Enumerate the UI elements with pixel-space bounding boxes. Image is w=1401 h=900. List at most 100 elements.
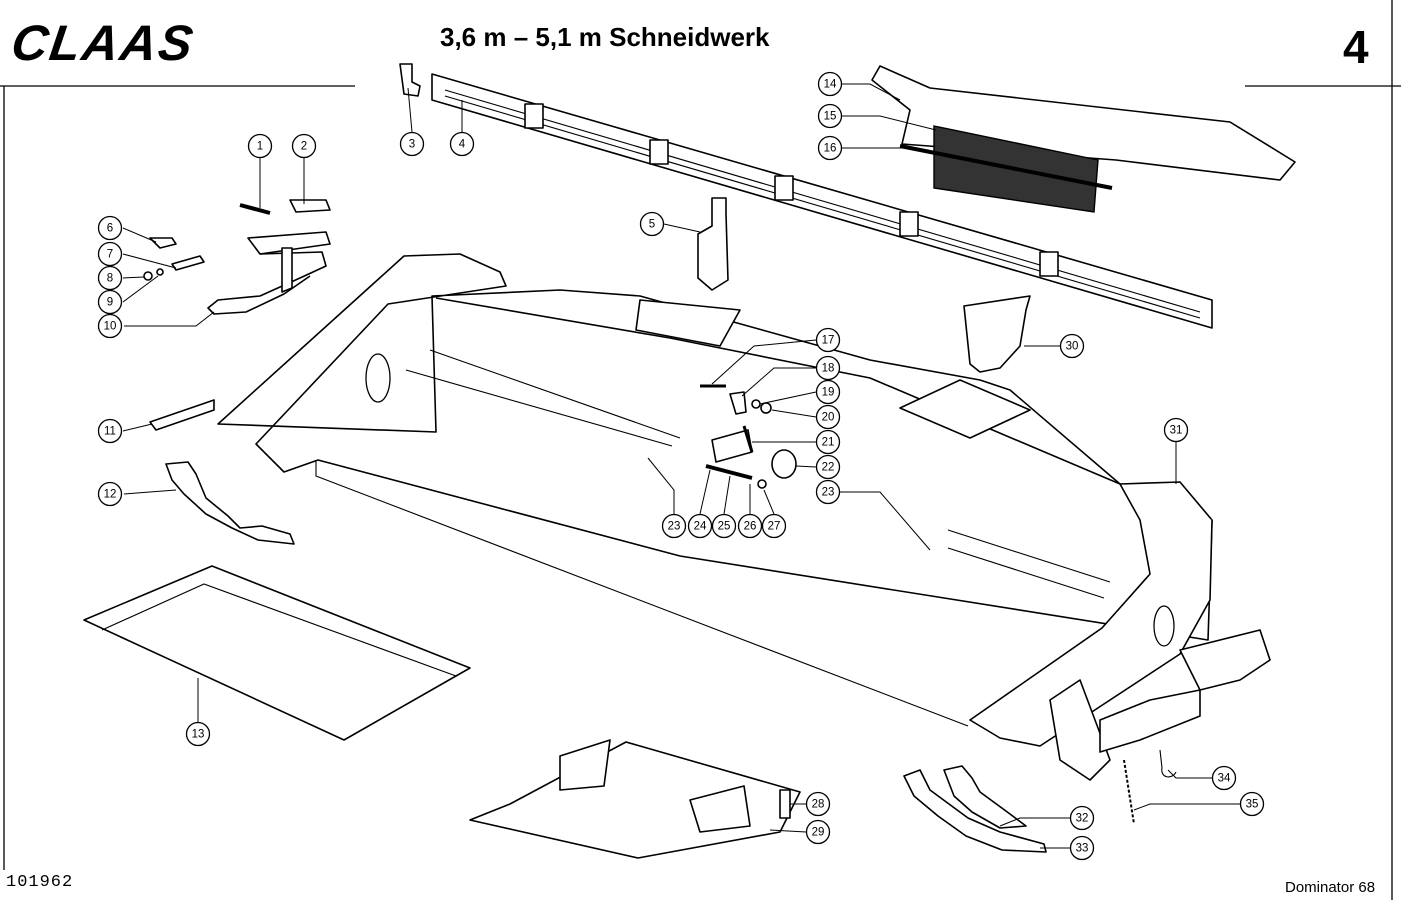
callout-8: 8 (97, 265, 123, 291)
callout-27: 27 (761, 513, 787, 539)
callout-15: 15 (817, 103, 843, 129)
top-rail-part (431, 73, 1213, 329)
callout-number: 1 (257, 141, 263, 153)
callout-number: 27 (768, 521, 781, 533)
callout-7: 7 (97, 241, 123, 267)
callout-17: 17 (815, 327, 841, 353)
page-title: 3,6 m – 5,1 m Schneidwerk (440, 22, 770, 52)
callout-14: 14 (817, 71, 843, 97)
callout-10: 10 (97, 313, 123, 339)
callout-number: 17 (822, 335, 835, 347)
callout-number: 12 (104, 489, 117, 501)
callout-11: 11 (97, 418, 123, 444)
callout-9: 9 (97, 289, 123, 315)
callout-number: 34 (1218, 773, 1231, 785)
callout-20: 20 (815, 404, 841, 430)
callout-28: 28 (805, 791, 831, 817)
callout-number: 23 (668, 521, 681, 533)
callout-number: 33 (1076, 843, 1089, 855)
callout-18: 18 (815, 355, 841, 381)
callout-number: 32 (1076, 813, 1089, 825)
part-7 (171, 255, 205, 271)
bracket-part-3 (399, 63, 421, 97)
tray-part-13 (83, 565, 471, 741)
callout-1: 1 (247, 133, 273, 159)
bracket-part-5 (697, 197, 729, 291)
callout-number: 25 (718, 521, 731, 533)
plate-part-2 (289, 199, 331, 213)
callout-number: 31 (1170, 425, 1183, 437)
callout-number: 26 (744, 521, 757, 533)
callout-number: 20 (822, 412, 835, 424)
callout-number: 30 (1066, 341, 1079, 353)
callout-4: 4 (449, 131, 475, 157)
callout-number: 24 (694, 521, 707, 533)
callout-number: 35 (1246, 799, 1259, 811)
strip-part-11 (149, 399, 215, 431)
callout-24: 24 (687, 513, 713, 539)
callout-number: 3 (409, 139, 415, 151)
callout-number: 29 (812, 827, 825, 839)
callout-number: 21 (822, 437, 835, 449)
callout-number: 18 (822, 363, 835, 375)
skid-part-33 (943, 765, 1027, 829)
callout-21: 21 (815, 429, 841, 455)
part-6 (149, 237, 177, 249)
callout-3: 3 (399, 131, 425, 157)
callout-number: 13 (192, 729, 205, 741)
callout-26: 26 (737, 513, 763, 539)
callout-32: 32 (1069, 805, 1095, 831)
callout-2: 2 (291, 133, 317, 159)
callout-number: 19 (822, 387, 835, 399)
part-8 (143, 271, 153, 281)
callout-35: 35 (1239, 791, 1265, 817)
callout-number: 22 (822, 462, 835, 474)
callout-23: 23 (661, 513, 687, 539)
callout-number: 2 (301, 141, 307, 153)
callout-25: 25 (711, 513, 737, 539)
callout-number: 5 (649, 219, 655, 231)
callout-number: 16 (824, 143, 837, 155)
callout-number: 7 (107, 249, 113, 261)
leader-lines (122, 83, 1240, 849)
callout-12: 12 (97, 481, 123, 507)
chain-part-35 (1123, 759, 1135, 825)
callout-22: 22 (815, 454, 841, 480)
callout-number: 11 (104, 426, 116, 438)
callout-number: 28 (812, 799, 825, 811)
bracket-part-30 (963, 295, 1031, 373)
tray-part-29 (469, 739, 801, 859)
callout-31: 31 (1163, 417, 1189, 443)
page-number: 4 (1343, 21, 1369, 73)
callout-33: 33 (1069, 835, 1095, 861)
callout-number: 8 (107, 273, 113, 285)
drawing-number: 101962 (6, 873, 74, 892)
callout-number: 4 (459, 139, 466, 151)
screen-part-15 (899, 125, 1113, 213)
callout-number: 15 (824, 111, 837, 123)
shaft-parts (700, 384, 797, 489)
callout-number: 9 (107, 297, 113, 309)
callout-number: 23 (822, 487, 835, 499)
callout-number: 10 (104, 321, 117, 333)
callout-5: 5 (639, 211, 665, 237)
callout-6: 6 (97, 215, 123, 241)
callout-29: 29 (805, 819, 831, 845)
part-9 (156, 268, 164, 276)
callout-13: 13 (185, 721, 211, 747)
pin-part-1 (239, 203, 271, 215)
callout-34: 34 (1211, 765, 1237, 791)
callout-23: 23 (815, 479, 841, 505)
callout-number: 6 (107, 223, 113, 235)
hook-part-34 (1159, 749, 1177, 778)
callout-30: 30 (1059, 333, 1085, 359)
callout-19: 19 (815, 379, 841, 405)
callout-number: 14 (824, 79, 837, 91)
callout-16: 16 (817, 135, 843, 161)
model-name: Dominator 68 (1285, 879, 1376, 896)
skid-part-12 (165, 461, 295, 545)
